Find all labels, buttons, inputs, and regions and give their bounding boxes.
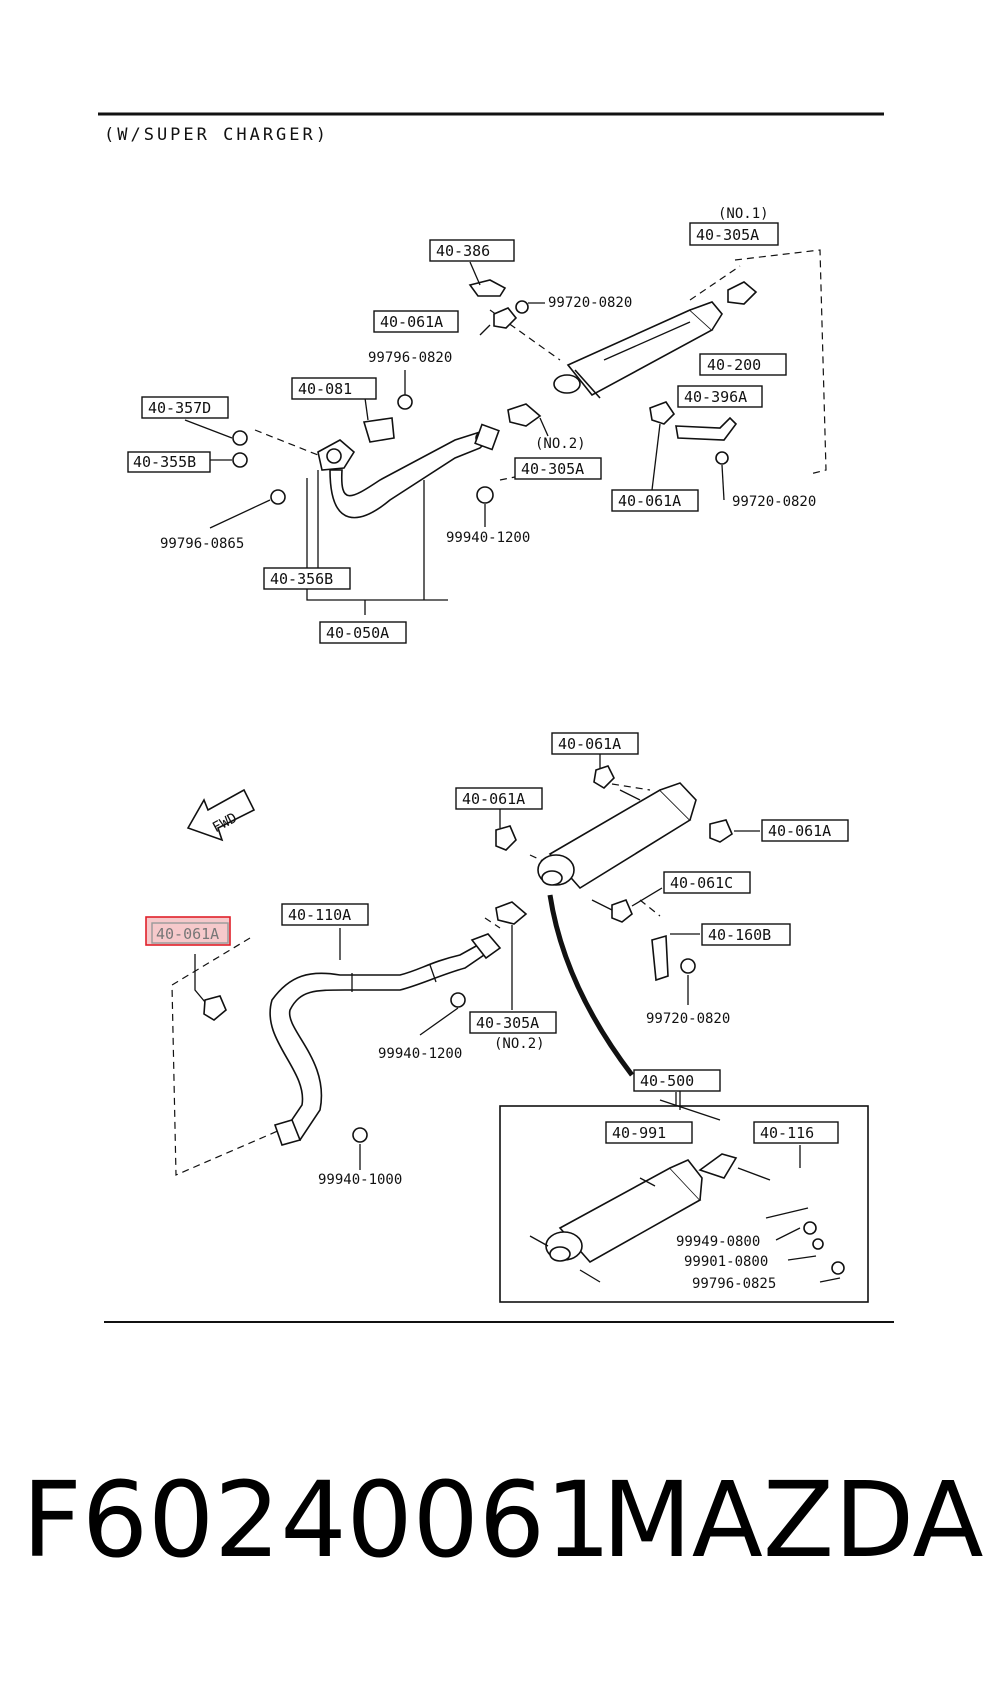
label-99720-0820-b: 99720-0820 xyxy=(732,494,816,510)
label-99796-0825: 99796-0825 xyxy=(692,1276,776,1292)
label-99940-1200-a: 99940-1200 xyxy=(446,530,530,546)
bolt-99796-0865 xyxy=(270,489,286,505)
hanger-40-061C xyxy=(611,898,633,923)
bolt-99720-0820-a xyxy=(515,300,529,314)
label-40-355B: 40-355B xyxy=(133,453,196,471)
label-40-061A-a: 40-061A xyxy=(380,313,443,331)
label-40-305A-low: 40-305A xyxy=(476,1014,539,1032)
hanger-40-061A-upper xyxy=(493,307,518,329)
label-40-061A-e: 40-061A xyxy=(768,822,831,840)
label-99796-0820: 99796-0820 xyxy=(368,350,452,366)
label-40-081: 40-081 xyxy=(298,380,352,398)
label-40-356B: 40-356B xyxy=(270,570,333,588)
label-40-061A-highlight: 40-061A xyxy=(156,925,219,943)
label-99901-0800: 99901-0800 xyxy=(684,1254,768,1270)
label-40-357D: 40-357D xyxy=(148,399,211,417)
hanger-40-061A-highlight-part xyxy=(203,995,227,1021)
nut-99949-0800 xyxy=(803,1221,817,1235)
label-40-160B: 40-160B xyxy=(708,926,771,944)
label-40-061A-d: 40-061A xyxy=(462,790,525,808)
highlight-box xyxy=(145,916,231,946)
bolt-99796-0820 xyxy=(397,394,413,410)
catalytic-converter xyxy=(553,301,723,399)
replacement-muffler xyxy=(529,1153,809,1283)
nut-99940-1000 xyxy=(352,1127,368,1143)
bolt-99720-0820-b xyxy=(715,451,729,465)
label-40-991: 40-991 xyxy=(612,1124,666,1142)
gasket-upper-no1 xyxy=(727,281,758,305)
label-99949-0800: 99949-0800 xyxy=(676,1234,760,1250)
label-40-061C: 40-061C xyxy=(670,874,733,892)
label-40-200: 40-200 xyxy=(707,356,761,374)
tail-pipe-40-991 xyxy=(698,1153,738,1179)
label-40-110A: 40-110A xyxy=(288,906,351,924)
label-99720-0820-c: 99720-0820 xyxy=(646,1011,730,1027)
fwd-arrow-icon: FWD xyxy=(186,788,256,842)
nut-99940-1200-upper xyxy=(476,486,494,504)
hanger-40-061A-right-lower xyxy=(709,819,733,843)
label-99940-1200-b: 99940-1200 xyxy=(378,1046,462,1062)
bracket-40-396A xyxy=(675,416,738,441)
label-no1: (NO.1) xyxy=(718,206,769,222)
hanger-40-061A-top xyxy=(593,765,615,790)
label-40-386: 40-386 xyxy=(436,242,490,260)
bracket-40-386 xyxy=(468,279,507,297)
washer-99901-0800 xyxy=(812,1238,824,1250)
label-40-061A-c: 40-061A xyxy=(558,735,621,753)
main-muffler xyxy=(537,782,697,911)
assembly-40-500-frame xyxy=(499,1105,869,1303)
hanger-40-061A-right xyxy=(649,401,676,425)
gasket-lower-no2 xyxy=(495,901,528,925)
label-40-116: 40-116 xyxy=(760,1124,814,1142)
label-40-500: 40-500 xyxy=(640,1072,694,1090)
front-pipe xyxy=(317,417,500,519)
nut-99940-1200-lower xyxy=(450,992,466,1008)
label-no2-lower: (NO.2) xyxy=(494,1036,545,1052)
tail-pipe-rope xyxy=(547,894,634,1077)
intermediate-pipe xyxy=(269,933,502,1146)
part-number: F60240061 xyxy=(22,1459,612,1581)
hanger-40-061A-mid xyxy=(495,825,517,851)
label-99940-1000: 99940-1000 xyxy=(318,1172,402,1188)
label-no2-upper: (NO.2) xyxy=(535,436,586,452)
variant-heading: (W/SUPER CHARGER) xyxy=(104,125,329,145)
gasket-40-357D xyxy=(232,430,248,446)
label-40-396A: 40-396A xyxy=(684,388,747,406)
brand-name: MAZDA xyxy=(602,1459,984,1581)
bolt-99796-0825 xyxy=(831,1261,845,1275)
footer-caption: F60240061 MAZDA xyxy=(22,1455,984,1585)
label-99796-0865: 99796-0865 xyxy=(160,536,244,552)
label-40-305A-top: 40-305A xyxy=(696,226,759,244)
label-40-050A: 40-050A xyxy=(326,624,389,642)
label-40-305A-mid: 40-305A xyxy=(521,460,584,478)
label-40-061A-b: 40-061A xyxy=(618,492,681,510)
gasket-upper-no2 xyxy=(507,403,542,427)
bolt-99720-0820-c xyxy=(680,958,696,974)
bracket-40-160B xyxy=(651,934,669,982)
nut-40-355B xyxy=(232,452,248,468)
label-99720-0820-a: 99720-0820 xyxy=(548,295,632,311)
